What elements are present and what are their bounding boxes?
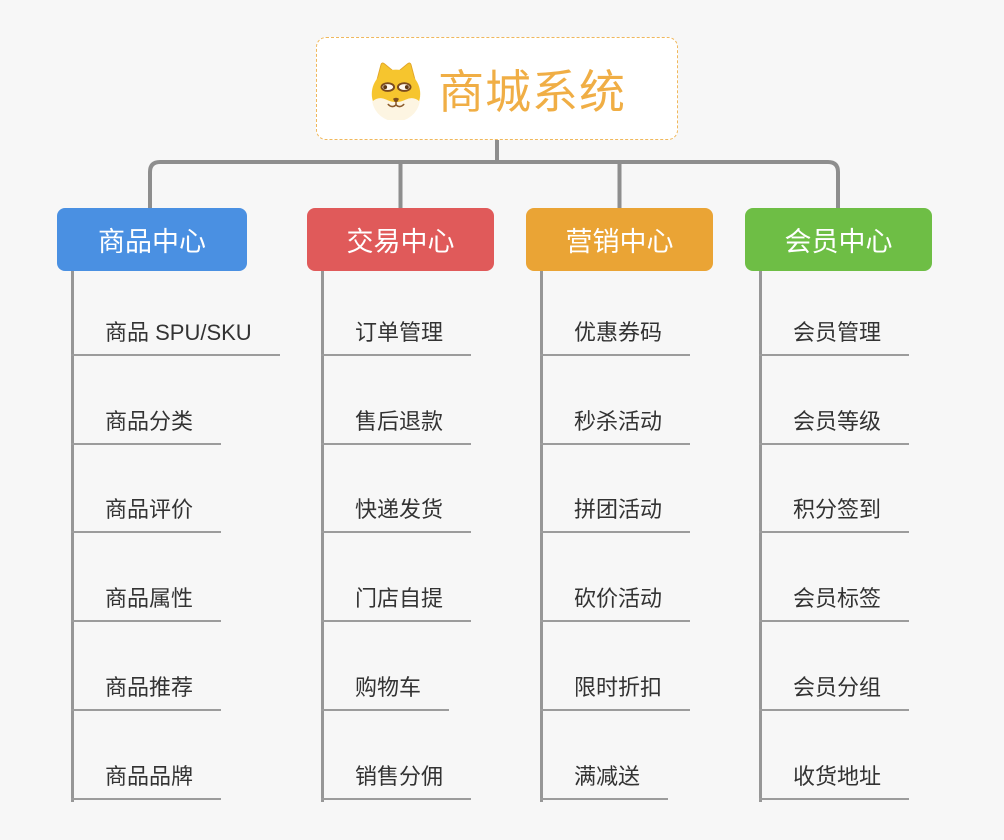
- leaf-node[interactable]: 订单管理: [321, 320, 472, 356]
- leaf-node[interactable]: 快递发货: [321, 497, 472, 533]
- branch-spine: [321, 271, 324, 802]
- leaf-node[interactable]: 收货地址: [759, 764, 910, 800]
- leaf-node[interactable]: 限时折扣: [540, 675, 691, 711]
- branch-trade-center[interactable]: 交易中心: [307, 208, 494, 271]
- leaf-node[interactable]: 商品分类: [71, 409, 222, 445]
- leaf-node[interactable]: 商品推荐: [71, 675, 222, 711]
- leaf-node[interactable]: 秒杀活动: [540, 409, 691, 445]
- leaf-node[interactable]: 商品 SPU/SKU: [71, 320, 280, 356]
- branch-member-center[interactable]: 会员中心: [745, 208, 932, 271]
- leaf-node[interactable]: 优惠券码: [540, 320, 691, 356]
- leaf-node[interactable]: 积分签到: [759, 497, 910, 533]
- leaf-node[interactable]: 拼团活动: [540, 497, 691, 533]
- leaf-node[interactable]: 会员等级: [759, 409, 910, 445]
- leaf-node[interactable]: 购物车: [321, 675, 450, 711]
- leaf-node[interactable]: 满减送: [540, 764, 669, 800]
- leaf-node[interactable]: 售后退款: [321, 409, 472, 445]
- leaf-node[interactable]: 会员管理: [759, 320, 910, 356]
- root-node[interactable]: 商城系统: [316, 37, 678, 140]
- shiba-dog-icon: [371, 62, 421, 120]
- leaf-node[interactable]: 会员分组: [759, 675, 910, 711]
- leaf-node[interactable]: 砍价活动: [540, 586, 691, 622]
- branch-spine: [759, 271, 762, 802]
- branch-product-center[interactable]: 商品中心: [57, 208, 247, 271]
- branch-spine: [71, 271, 74, 802]
- leaf-node[interactable]: 商品品牌: [71, 764, 222, 800]
- branch-marketing-center[interactable]: 营销中心: [526, 208, 713, 271]
- leaf-node[interactable]: 门店自提: [321, 586, 472, 622]
- root-title: 商城系统: [438, 65, 626, 118]
- leaf-node[interactable]: 商品评价: [71, 497, 222, 533]
- leaf-node[interactable]: 会员标签: [759, 586, 910, 622]
- branch-spine: [540, 271, 543, 802]
- leaf-node[interactable]: 商品属性: [71, 586, 222, 622]
- leaf-node[interactable]: 销售分佣: [321, 764, 472, 800]
